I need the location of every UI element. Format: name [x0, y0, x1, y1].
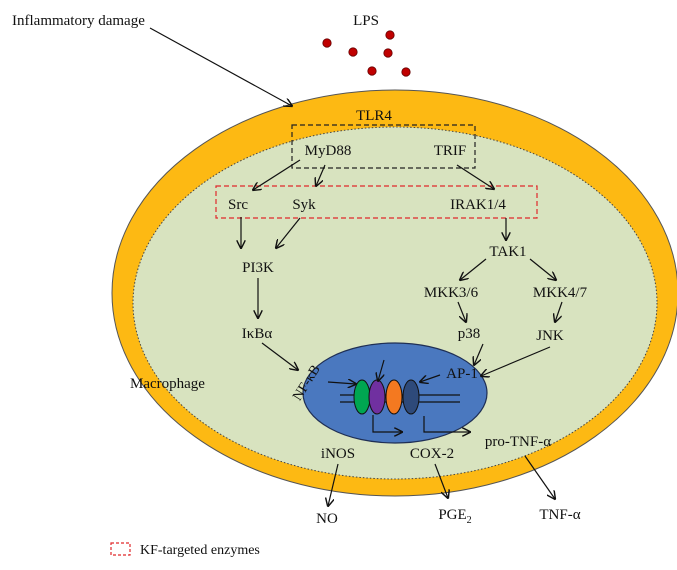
- arrow-myd88-syk: [316, 164, 326, 186]
- arrow-mkk47-jnk: [555, 301, 563, 322]
- arrow-into-nucleus-2: [378, 359, 385, 381]
- pro-tnf-label: pro-TNF-α: [485, 434, 551, 450]
- arrow-into-nucleus-3: [420, 374, 441, 382]
- arrow-into-nucleus-1: [327, 382, 356, 384]
- transcription-arrow-2: [423, 416, 470, 432]
- tlr4-label: TLR4: [356, 108, 392, 124]
- lps-molecule: [367, 66, 377, 76]
- tf-navy-oval: [402, 379, 420, 415]
- arrow-p38-ap1: [474, 343, 484, 365]
- ikba-label: IκBα: [242, 326, 273, 342]
- inflammatory-damage-label: Inflammatory damage: [12, 13, 145, 29]
- lps-molecule: [348, 47, 358, 57]
- myd88-label: MyD88: [305, 143, 352, 159]
- ap1-label: AP-1: [446, 366, 478, 382]
- tf-green-oval: [353, 379, 371, 415]
- tlr4-complex-box: [291, 124, 476, 169]
- pge2-label: PGE2: [438, 507, 471, 526]
- kf-targeted-box: [215, 185, 538, 219]
- jnk-label: JNK: [536, 328, 564, 344]
- mkk36-label: MKK3/6: [424, 285, 479, 301]
- inflammatory-damage-arrow: [149, 27, 292, 106]
- arrow-syk-pi3k: [276, 217, 301, 248]
- lps-molecule: [383, 48, 393, 58]
- cytoplasm: [132, 126, 658, 480]
- tnf-label: TNF-α: [539, 507, 580, 523]
- lps-molecule: [322, 38, 332, 48]
- pi3k-label: PI3K: [242, 260, 274, 276]
- irak-label: IRAK1/4: [450, 197, 506, 213]
- legend-label: KF-targeted enzymes: [140, 543, 260, 558]
- cox2-label: COX-2: [410, 446, 454, 462]
- tak1-label: TAK1: [489, 244, 526, 260]
- arrow-trif-irak: [456, 164, 494, 189]
- transcription-arrow-1: [372, 415, 402, 432]
- tf-orange-oval: [385, 379, 403, 415]
- arrow-tak1-mkk47: [529, 258, 556, 280]
- lps-molecule: [385, 30, 395, 40]
- macrophage-label: Macrophage: [130, 376, 205, 392]
- trif-label: TRIF: [434, 143, 467, 159]
- arrow-mkk36-p38: [457, 301, 466, 322]
- arrow-ikba-nfkb: [261, 342, 298, 370]
- inos-label: iNOS: [321, 446, 355, 462]
- arrow-myd88-src: [253, 159, 301, 190]
- lps-label: LPS: [353, 13, 379, 29]
- legend-swatch: [110, 542, 131, 556]
- arrow-jnk-ap1: [481, 346, 551, 376]
- arrow-inos-no: [328, 463, 339, 506]
- lps-molecule: [401, 67, 411, 77]
- syk-label: Syk: [292, 197, 316, 213]
- arrow-tak1-mkk36: [460, 258, 487, 280]
- mkk47-label: MKK4/7: [533, 285, 588, 301]
- p38-label: p38: [458, 326, 481, 342]
- arrow-cox2-pge2: [434, 463, 448, 498]
- src-label: Src: [228, 197, 248, 213]
- tf-purple-oval: [368, 379, 386, 415]
- no-label: NO: [316, 511, 338, 527]
- arrow-tnf-release: [524, 455, 555, 499]
